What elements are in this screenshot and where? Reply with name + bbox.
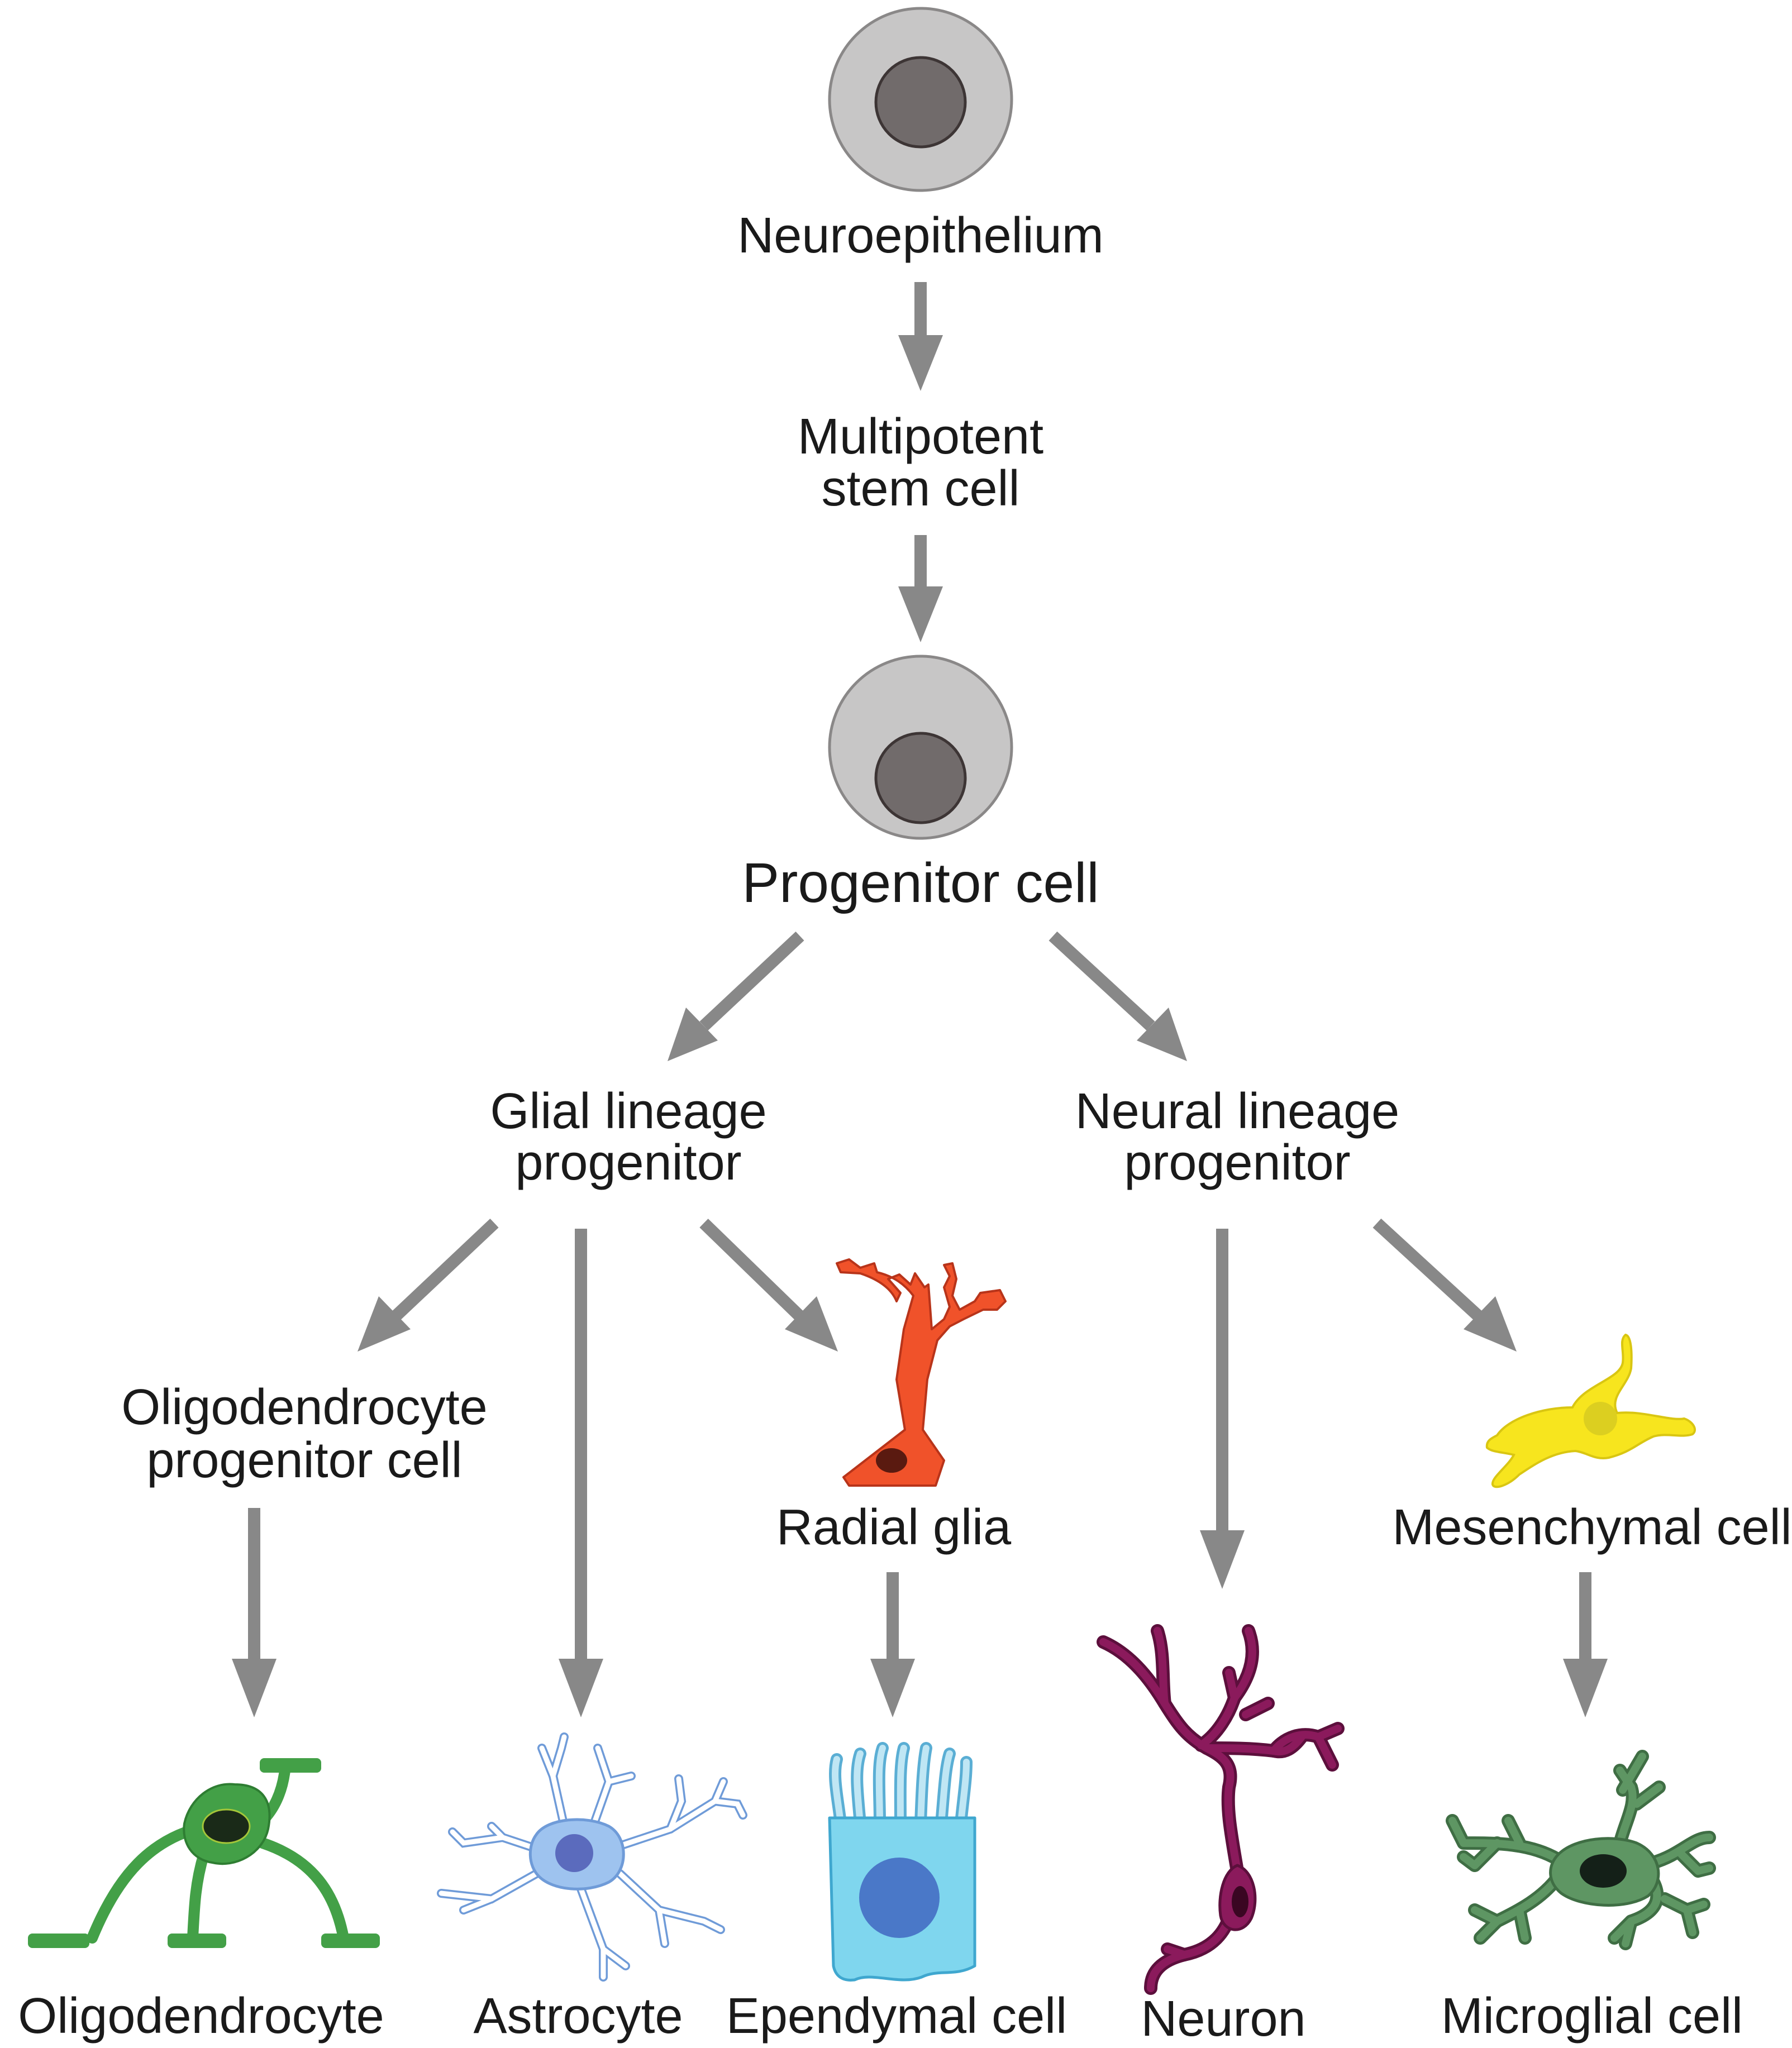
arrow-progenitor-to-glial [668, 931, 804, 1061]
opc-label-line2: progenitor cell [146, 1433, 462, 1488]
oligodendrocyte-label: Oligodendrocyte [18, 1988, 384, 2044]
arrow-mesenchymal-to-microglial [1563, 1572, 1608, 1717]
neuron-label: Neuron [1141, 1991, 1305, 2047]
astrocyte-cell-icon [437, 1732, 747, 1982]
ependymal-label: Ependymal cell [726, 1988, 1067, 2044]
neural-lineage-label-line2: progenitor [1124, 1135, 1350, 1191]
microglial-label: Microglial cell [1441, 1988, 1743, 2044]
arrow-neural-to-mesenchymal [1372, 1218, 1517, 1352]
multipotent-label-line1: Multipotent [798, 409, 1043, 465]
glial-lineage-label-line2: progenitor [515, 1135, 741, 1191]
multipotent-label-line2: stem cell [821, 461, 1019, 517]
neuroepithelium-label: Neuroepithelium [737, 208, 1103, 264]
ependymal-cell-icon [828, 1742, 976, 1982]
arrow-glial-to-radial-glia [699, 1219, 838, 1352]
opc-label-line1: Oligodendrocyte [121, 1379, 487, 1435]
arrow-glial-to-opc [358, 1218, 499, 1352]
arrow-opc-to-oligodendrocyte [232, 1508, 277, 1717]
arrow-radial-glia-to-ependymal [870, 1572, 915, 1717]
arrow-neural-to-neuron [1200, 1229, 1245, 1589]
radial-glia-cell-icon [836, 1258, 1007, 1487]
arrow-glial-to-astrocyte [559, 1229, 603, 1717]
mesenchymal-label: Mesenchymal cell [1392, 1500, 1791, 1555]
radial-glia-label: Radial glia [776, 1500, 1012, 1555]
microglial-cell-icon [1446, 1750, 1716, 1950]
neuroepithelium-cell-icon [828, 7, 1013, 192]
arrow-progenitor-to-neural [1048, 931, 1187, 1061]
arrow-neuroepithelium-to-multipotent [898, 282, 943, 391]
neural-lineage-label-line1: Neural lineage [1075, 1083, 1399, 1139]
progenitor-label: Progenitor cell [742, 852, 1099, 914]
arrow-multipotent-to-progenitor [898, 535, 943, 642]
oligodendrocyte-cell-icon [28, 1758, 380, 1948]
glial-lineage-label-line1: Glial lineage [490, 1083, 766, 1139]
mesenchymal-cell-icon [1485, 1333, 1696, 1488]
progenitor-cell-icon [828, 655, 1013, 840]
neuron-cell-icon [1097, 1624, 1345, 1995]
astrocyte-label: Astrocyte [473, 1988, 683, 2044]
